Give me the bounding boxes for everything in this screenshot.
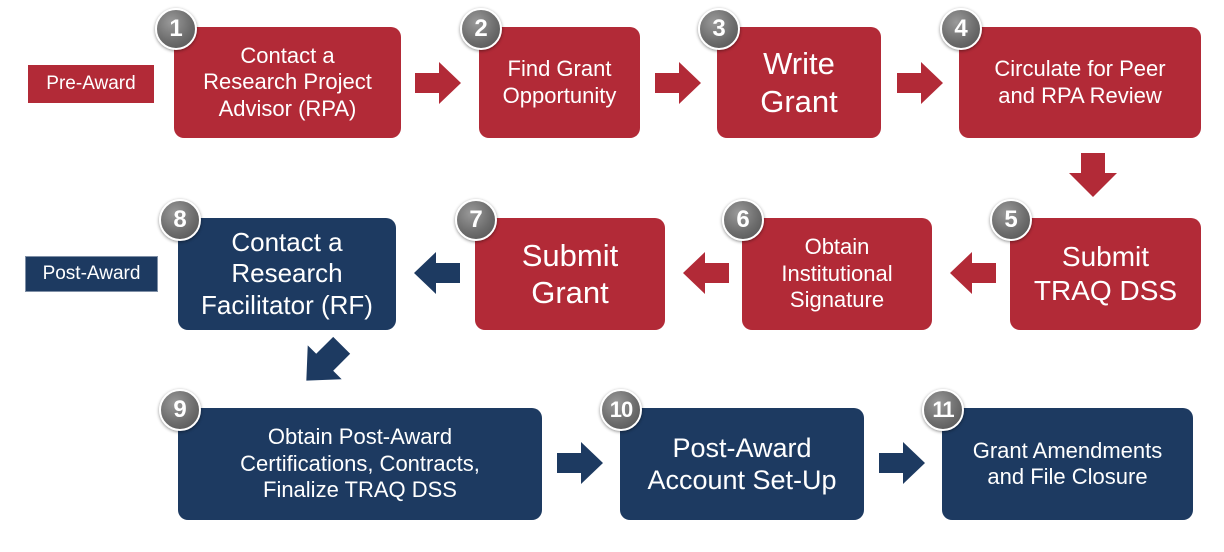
step-3-badge: 3	[698, 8, 740, 50]
arrow-down-icon	[1069, 153, 1117, 197]
step-4-label: Circulate for Peer and RPA Review	[994, 56, 1166, 108]
step-9-label: Obtain Post-Award Certifications, Contra…	[240, 424, 480, 503]
step-8-box: Contact a Research Facilitator (RF)	[178, 218, 396, 330]
arrow-left-icon	[414, 252, 460, 294]
arrow-right-icon	[557, 442, 603, 484]
step-11-label: Grant Amendments and File Closure	[972, 437, 1163, 489]
step-11-badge: 11	[922, 389, 964, 431]
step-4-box: Circulate for Peer and RPA Review	[959, 27, 1201, 138]
arrow-left-icon	[950, 252, 996, 294]
step-6-label: Obtain Institutional Signature	[781, 234, 893, 313]
step-4-badge: 4	[940, 8, 982, 50]
step-5-badge: 5	[990, 199, 1032, 241]
step-3-label: Write Grant	[760, 46, 838, 119]
step-10-badge: 10	[600, 389, 642, 431]
step-7-label: Submit Grant	[521, 237, 619, 310]
step-7-badge: 7	[455, 199, 497, 241]
step-3-box: Write Grant	[717, 27, 881, 138]
step-6-badge: 6	[722, 199, 764, 241]
arrow-right-icon	[897, 62, 943, 104]
step-7-box: Submit Grant	[475, 218, 665, 330]
step-10-box: Post-Award Account Set-Up	[620, 408, 864, 520]
step-9-badge: 9	[159, 389, 201, 431]
step-1-label: Contact a Research Project Advisor (RPA)	[203, 42, 372, 121]
arrow-right-icon	[879, 442, 925, 484]
step-8-label: Contact a Research Facilitator (RF)	[201, 227, 373, 320]
arrow-down-right-icon	[306, 336, 351, 381]
step-9-box: Obtain Post-Award Certifications, Contra…	[178, 408, 542, 520]
post-award-label: Post-Award	[25, 256, 158, 292]
step-1-box: Contact a Research Project Advisor (RPA)	[174, 27, 401, 138]
step-6-box: Obtain Institutional Signature	[742, 218, 932, 330]
arrow-right-icon	[655, 62, 701, 104]
step-8-badge: 8	[159, 199, 201, 241]
pre-award-label: Pre-Award	[28, 65, 154, 103]
step-2-box: Find Grant Opportunity	[479, 27, 640, 138]
step-2-label: Find Grant Opportunity	[502, 56, 617, 108]
step-10-label: Post-Award Account Set-Up	[647, 432, 837, 495]
arrow-left-icon	[683, 252, 729, 294]
step-2-badge: 2	[460, 8, 502, 50]
step-11-box: Grant Amendments and File Closure	[942, 408, 1193, 520]
arrow-right-icon	[415, 62, 461, 104]
step-5-box: Submit TRAQ DSS	[1010, 218, 1201, 330]
step-5-label: Submit TRAQ DSS	[1033, 241, 1178, 306]
step-1-badge: 1	[155, 8, 197, 50]
